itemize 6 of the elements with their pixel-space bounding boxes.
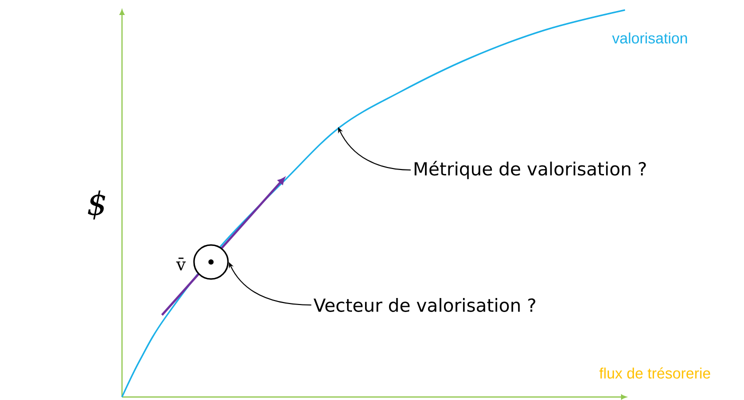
- dot-circle: [193, 244, 229, 280]
- callout-text: Vecteur de valorisation ?: [314, 298, 536, 312]
- axis-label: $: [88, 190, 106, 220]
- callout-text: Métrique de valorisation ?: [414, 160, 646, 180]
- curve-label: valorisation: [612, 32, 687, 44]
- axis-label: flux de trésorerie: [599, 367, 710, 379]
